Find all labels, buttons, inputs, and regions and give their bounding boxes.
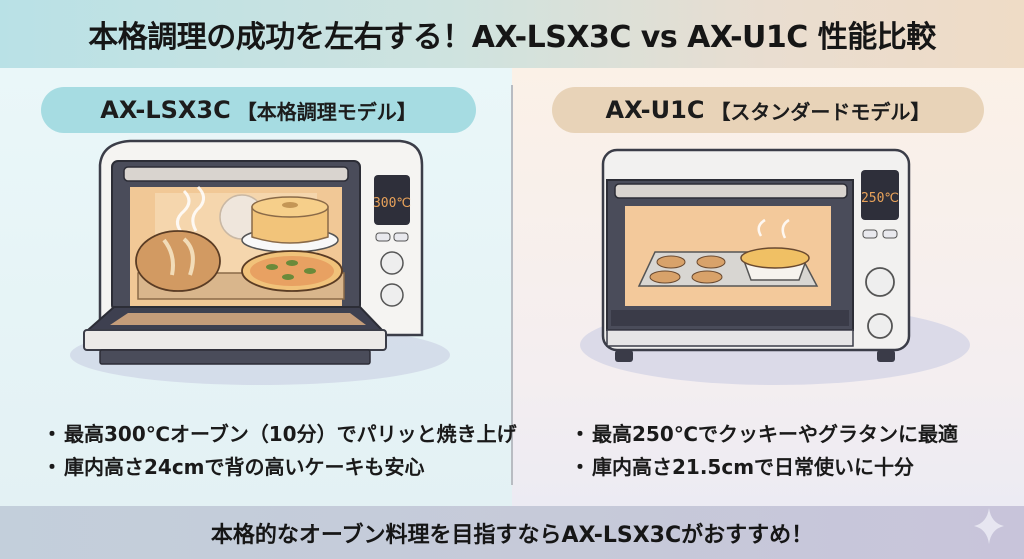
- title-banner: 本格調理の成功を左右する！AX-LSX3C vs AX-U1C 性能比較: [0, 0, 1024, 68]
- model-label-right: AX-U1C 【スタンダードモデル】: [552, 87, 984, 133]
- feature-item: ・最高300℃オーブン（10分）でパリッと焼き上げ: [42, 418, 517, 451]
- feature-text: 庫内高さ24cmで背の高いケーキも安心: [64, 455, 425, 479]
- feature-text: 最高250℃でクッキーやグラタンに最適: [592, 422, 958, 446]
- bullet: ・: [570, 422, 590, 446]
- feature-item: ・庫内高さ21.5cmで日常使いに十分: [570, 451, 958, 484]
- panel-divider: [511, 85, 513, 485]
- oven-illustration-right: 250℃: [575, 140, 975, 400]
- model-category: 【本格調理モデル】: [236, 99, 417, 124]
- oven-closed-door-icon: 250℃: [580, 148, 970, 385]
- oven-open-door-icon: 300℃: [70, 139, 450, 385]
- sparkle-icon: [974, 508, 1004, 544]
- feature-item: ・庫内高さ24cmで背の高いケーキも安心: [42, 451, 517, 484]
- feature-list-right: ・最高250℃でクッキーやグラタンに最適 ・庫内高さ21.5cmで日常使いに十分: [570, 418, 958, 484]
- feature-item: ・最高250℃でクッキーやグラタンに最適: [570, 418, 958, 451]
- feature-list-left: ・最高300℃オーブン（10分）でパリッと焼き上げ ・庫内高さ24cmで背の高い…: [42, 418, 517, 484]
- bullet: ・: [570, 455, 590, 479]
- page-title: 本格調理の成功を左右する！AX-LSX3C vs AX-U1C 性能比較: [88, 20, 936, 55]
- temp-display: 250℃: [861, 191, 899, 206]
- temp-display: 300℃: [373, 196, 411, 211]
- model-name: AX-U1C: [605, 96, 705, 124]
- recommendation-text: 本格的なオーブン料理を目指すならAX-LSX3Cがおすすめ！: [210, 522, 814, 548]
- bullet: ・: [42, 422, 62, 446]
- model-label-left: AX-LSX3C 【本格調理モデル】: [41, 87, 476, 133]
- recommendation-banner: 本格的なオーブン料理を目指すならAX-LSX3Cがおすすめ！: [0, 506, 1024, 559]
- oven-illustration-left: 300℃: [60, 135, 460, 395]
- bullet: ・: [42, 455, 62, 479]
- model-name: AX-LSX3C: [100, 96, 231, 124]
- feature-text: 最高300℃オーブン（10分）でパリッと焼き上げ: [64, 422, 517, 446]
- feature-text: 庫内高さ21.5cmで日常使いに十分: [592, 455, 915, 479]
- model-category: 【スタンダードモデル】: [710, 99, 931, 124]
